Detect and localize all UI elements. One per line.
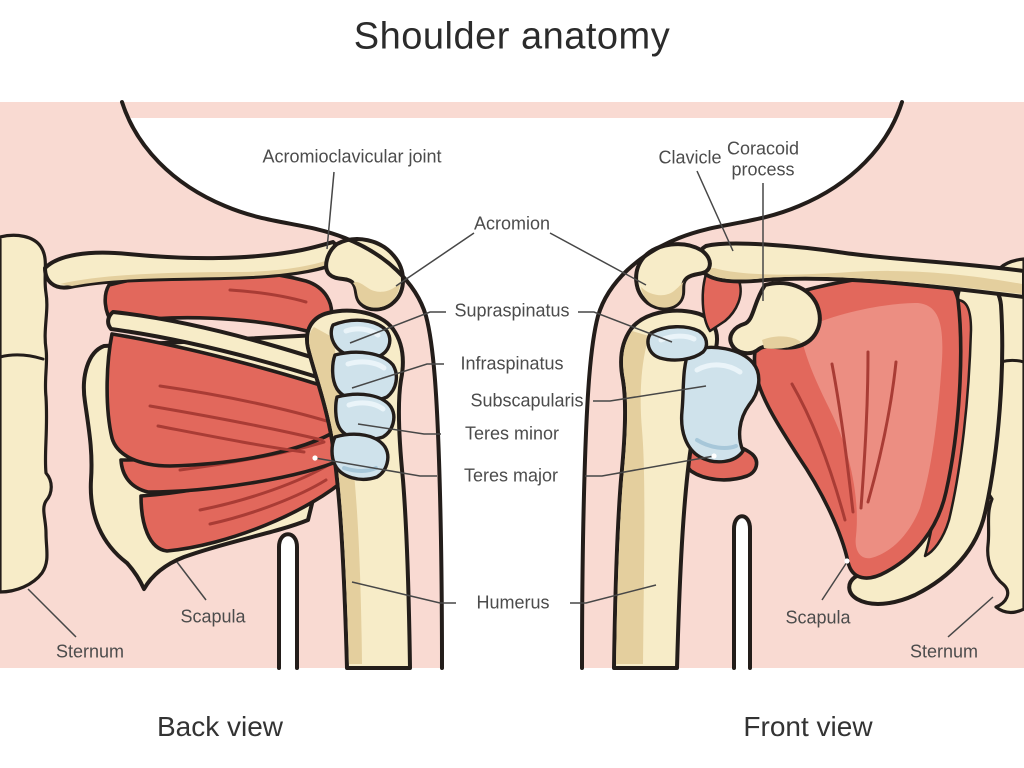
front-humerus-shade <box>616 331 649 664</box>
label-scapula-back: Scapula <box>180 606 246 627</box>
label-acromioclavicular-joint: Acromioclavicular joint <box>262 146 442 167</box>
label-sternum-front: Sternum <box>909 641 979 662</box>
back-armpit-gap <box>279 534 297 668</box>
front-subscapularis-streak <box>859 350 870 510</box>
back-infraspinatus-streak <box>156 424 306 454</box>
back-supraspinatus-streak <box>228 288 308 304</box>
leader-acromion-back <box>395 232 475 287</box>
back-tendon-shade <box>342 466 378 473</box>
back-view-caption: Back view <box>156 711 284 742</box>
leader-endpoint-dot <box>312 455 318 461</box>
label-subscapularis: Subscapularis <box>470 390 584 411</box>
leader-supraspinatus-front <box>578 311 673 343</box>
leader-teres-minor-back <box>357 423 441 435</box>
leader-lines <box>27 170 994 638</box>
back-sternum-bone <box>0 233 53 594</box>
back-armpit-gap-outline <box>277 532 299 670</box>
front-view-figure <box>580 100 1024 670</box>
leader-subscapularis-front <box>593 385 707 402</box>
front-coracoid-shade <box>762 336 801 349</box>
leader-acromion-front <box>549 232 647 286</box>
front-body-outline <box>580 100 904 670</box>
leader-endpoint-dot <box>711 453 717 459</box>
label-humerus: Humerus <box>476 592 550 613</box>
label-coracoid-process: Coracoid process <box>726 138 800 179</box>
leader-infraspinatus-back <box>351 363 444 389</box>
back-infraspinatus-streak <box>148 404 324 442</box>
leader-teres-major-front <box>585 455 715 477</box>
front-view-caption: Front view <box>743 711 873 742</box>
front-tendon-shade <box>695 438 738 450</box>
front-coracoid-bone <box>728 281 822 356</box>
back-body-outline <box>120 100 444 670</box>
front-subscapularis-tendon <box>679 345 761 464</box>
front-clavicle-shade <box>705 268 1022 294</box>
label-sternum-back: Sternum <box>55 641 125 662</box>
label-teres-major: Teres major <box>463 465 559 486</box>
leader-humerus-back <box>351 581 456 604</box>
back-infraspinatus-streak <box>158 384 332 424</box>
back-tendon-highlight <box>345 359 387 371</box>
back-teres-major-streak <box>198 462 332 512</box>
front-acromion-shade <box>641 279 686 308</box>
front-armpit-gap-outline <box>732 514 752 670</box>
back-teres-major-streak <box>208 478 328 526</box>
leader-sternum-back <box>27 588 77 638</box>
back-view-figure <box>0 100 444 670</box>
front-subscapularis-highlight <box>800 303 943 559</box>
front-supraspinatus-tendon <box>646 325 709 362</box>
back-acromion-shade <box>353 281 400 308</box>
leader-scapula-front <box>821 561 848 601</box>
front-subscapularis-streak <box>790 382 847 522</box>
leader-sternum-front <box>947 596 994 638</box>
leader-acromioclavicular-joint <box>326 171 335 250</box>
label-infraspinatus: Infraspinatus <box>460 353 564 374</box>
front-armpit-gap <box>734 516 750 668</box>
label-scapula-front: Scapula <box>785 607 851 628</box>
leader-scapula-back <box>176 561 207 601</box>
front-subscapularis-streak <box>830 362 855 514</box>
back-humerus-shade <box>309 327 362 664</box>
back-clavicle-shade <box>60 257 336 286</box>
leader-teres-major-back <box>314 457 437 477</box>
leader-endpoint-dot <box>844 558 850 564</box>
torso-top-band <box>0 102 1024 118</box>
leader-clavicle <box>696 170 734 252</box>
front-tendon-highlight <box>694 362 743 375</box>
leader-humerus-front <box>570 584 657 604</box>
label-teres-minor: Teres minor <box>464 423 560 444</box>
leader-supraspinatus-back <box>349 311 446 344</box>
label-supraspinatus: Supraspinatus <box>454 300 570 321</box>
front-subscapularis-streak <box>866 360 898 504</box>
back-tendon-highlight <box>346 400 386 412</box>
label-clavicle: Clavicle <box>658 147 722 168</box>
diagram-title: Shoulder anatomy <box>353 15 671 58</box>
label-acromion: Acromion <box>473 213 551 234</box>
back-sternum-segment-line <box>0 353 45 361</box>
